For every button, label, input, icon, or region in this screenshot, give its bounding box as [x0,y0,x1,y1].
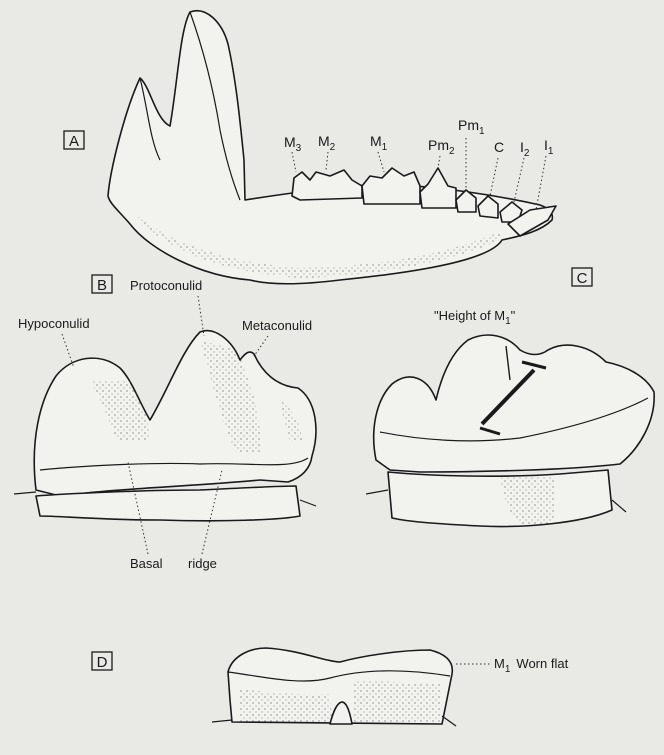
tooth-row-m1 [362,168,420,204]
panel-a: A M3 M2 M1 Pm2 Pm1 C I2 I1 [64,11,556,284]
molar-b-gum-left [14,492,36,494]
protoconulid-leader [198,296,204,336]
panel-b: B Protoconulid Hypoconulid Metaconulid B… [14,275,316,571]
molar-c-gum-right [612,500,626,512]
molar-d-gum-left [212,720,232,722]
hypoconulid-label: Hypoconulid [18,316,90,331]
molar-c-root [388,470,612,526]
molar-b-crown [34,331,316,496]
molar-c-gum-left [366,490,388,494]
panel-c: C "Height of M1" [366,268,654,526]
basal-label: Basal [130,556,163,571]
tooth-label-m3: M3 [284,134,302,154]
molar-c-crown [374,335,654,472]
panel-a-label: A [69,133,79,150]
tooth-label-pm1: Pm1 [458,117,485,137]
tooth-label-m2: M2 [318,133,336,153]
tooth-row-pm2 [420,168,456,208]
tooth-label-i1: I1 [544,137,554,157]
tooth-row-m3-m2 [292,170,362,200]
molar-d-gum-right [442,716,456,726]
panel-d-label: D [97,654,108,671]
ridge-label: ridge [188,556,217,571]
molar-d-shade-2 [354,680,440,722]
metaconulid-leader [254,336,268,356]
height-of-m1-label: "Height of M1" [434,308,516,327]
molar-b-gum-right [300,500,316,506]
tooth-label-i2: I2 [520,139,530,159]
tooth-label-c: C [494,139,504,155]
protoconulid-label: Protoconulid [130,278,202,293]
molar-d-shade-1 [240,690,332,722]
tooth-label-pm2: Pm2 [428,137,455,157]
panel-b-label: B [97,277,107,294]
tooth-label-m1: M1 [370,133,388,153]
metaconulid-label: Metaconulid [242,318,312,333]
panel-c-label: C [577,270,588,287]
tooth-labels: M3 M2 M1 Pm2 Pm1 C I2 I1 [284,117,554,159]
